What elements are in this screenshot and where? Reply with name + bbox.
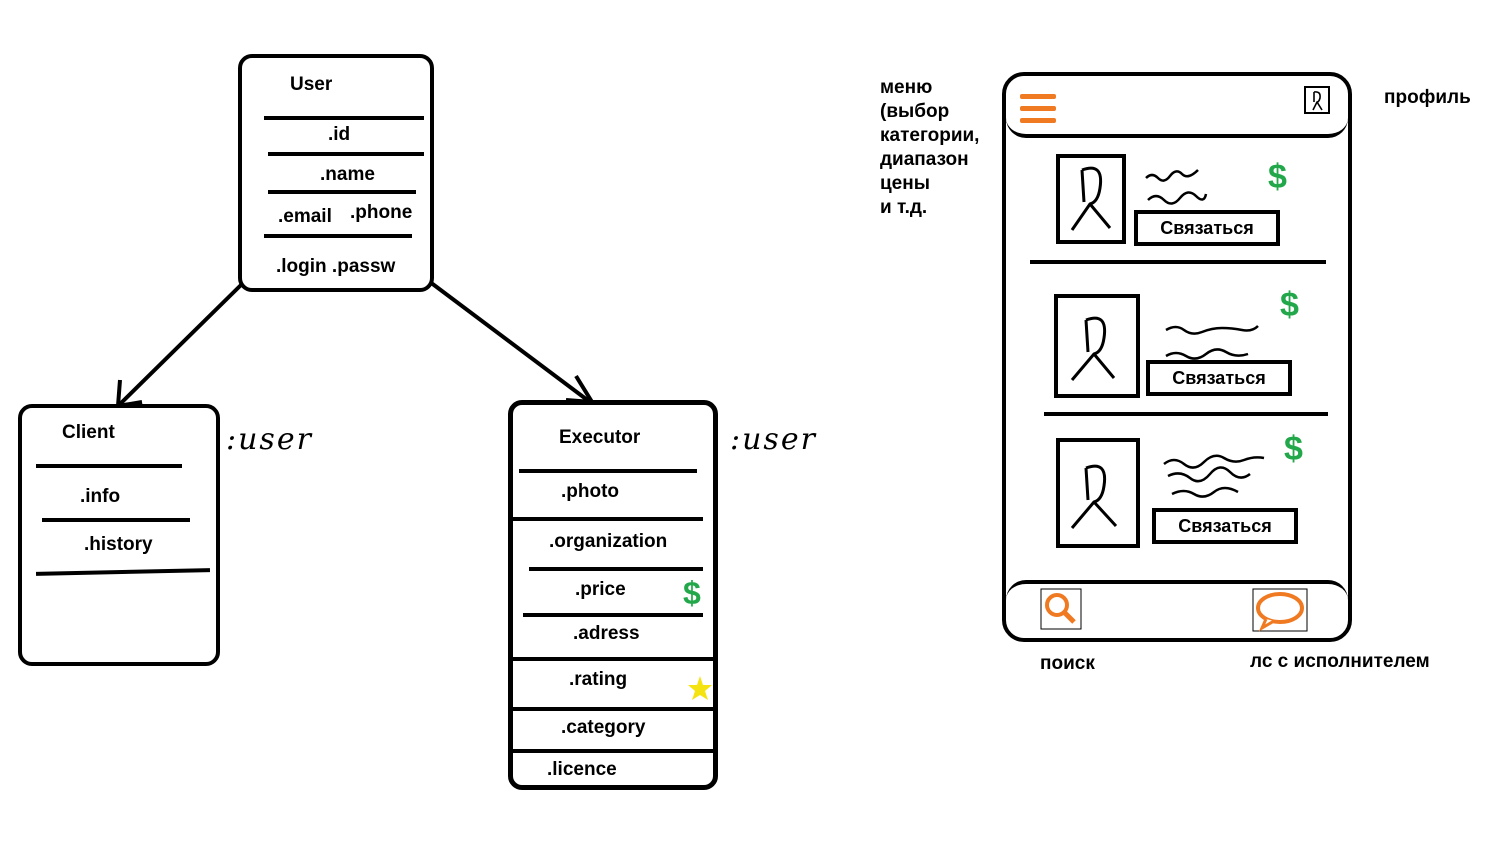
menu-note: меню (выбор категории, диапазон цены и т… [880,77,980,218]
price-dollar-icon: $ [1280,286,1299,324]
search-icon[interactable] [1040,588,1084,632]
profile-icon[interactable] [1304,86,1332,116]
executor-field-adress: .adress [573,623,640,644]
description-scribble [1165,325,1259,360]
client-field-info: .info [80,486,121,507]
person-icon [1070,166,1112,231]
executor-field-licence: .licence [547,759,617,780]
divider [268,190,416,194]
card-divider [1044,412,1328,416]
client-field-history: .history [84,534,153,555]
star-icon [688,676,712,700]
executor-photo [1056,154,1126,244]
divider [513,707,713,711]
user-field-phone: .phone [350,202,413,223]
divider [513,749,713,753]
price-dollar-icon: $ [1268,158,1287,196]
dollar-icon: $ [683,575,701,611]
description-scribble [1145,169,1208,205]
divider [35,568,211,576]
divider [523,613,703,617]
contact-button[interactable]: Связаться [1146,360,1292,396]
divider [268,152,424,156]
executor-class-title: Executor [559,427,641,448]
client-class-box: Client .info .history [18,404,220,666]
chat-note: лс с исполнителем [1250,651,1430,672]
divider [264,234,412,238]
user-field-login-passw: .login .passw [276,256,396,277]
executor-field-photo: .photo [561,481,620,502]
chat-bubble-icon[interactable] [1252,588,1310,634]
user-field-email: .email [278,206,332,227]
contact-button[interactable]: Связаться [1134,210,1280,246]
divider [264,116,424,120]
divider [529,567,703,571]
client-inherits-note: :user [226,422,313,457]
divider [513,657,713,661]
executor-inherits-note: :user [730,422,817,457]
user-class-title: User [290,74,333,95]
inheritance-arrow-client [116,282,244,408]
executor-photo [1056,438,1140,548]
divider [513,517,703,521]
user-class-box: User .id .name .email .phone .login .pas… [238,54,434,292]
executor-photo [1054,294,1140,398]
contact-button[interactable]: Связаться [1152,508,1298,544]
executor-field-organization: .organization [549,531,668,552]
person-icon [1070,464,1118,529]
profile-note: профиль [1384,87,1471,108]
executor-class-box: Executor .photo .organization .price $ .… [508,400,718,790]
user-field-id: .id [328,124,351,145]
phone-frame: $ Связаться $ Связаться $ Связаться [1002,72,1352,642]
top-bar [1006,76,1348,138]
executor-field-rating: .rating [569,669,628,690]
price-dollar-icon: $ [1284,430,1303,468]
executor-field-price: .price [575,579,626,600]
hamburger-menu-icon[interactable] [1020,94,1060,126]
search-note: поиск [1040,653,1095,674]
executor-field-category: .category [561,717,646,738]
bottom-bar [1006,580,1348,642]
divider [519,469,697,473]
inheritance-arrow-executor [428,280,592,404]
description-scribble [1163,454,1265,498]
client-class-title: Client [62,422,115,443]
divider [36,464,182,468]
divider [42,518,190,522]
person-icon [1070,316,1116,381]
card-divider [1030,260,1326,264]
user-field-name: .name [320,164,375,185]
